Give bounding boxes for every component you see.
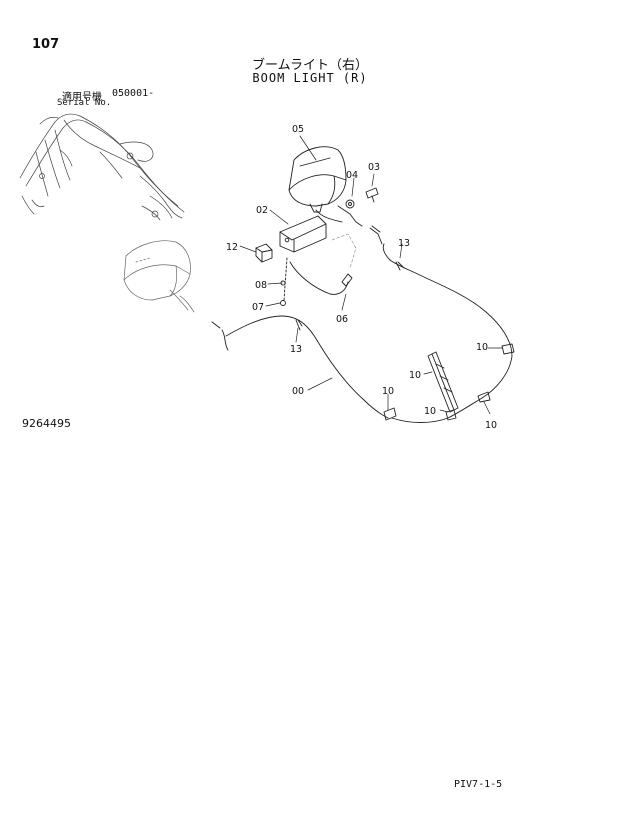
- serial-label-japanese: 適用号機: [62, 92, 102, 103]
- part-label-13-upper: 13: [398, 238, 410, 249]
- part-label-05: 05: [292, 124, 304, 135]
- cable-clamps: [295, 261, 515, 421]
- part-label-00: 00: [292, 386, 304, 397]
- title-japanese: ブームライト（右）: [252, 58, 368, 73]
- part-labels: 05 04 03 02 12 13 08 07 06 13 00 10 10 1…: [226, 124, 497, 431]
- clip-bracket: [427, 351, 459, 413]
- part-label-13-lower: 13: [290, 344, 302, 355]
- dashed-outline: [331, 233, 357, 269]
- lamp-phantom: [123, 240, 195, 313]
- part-label-10-right: 10: [476, 342, 488, 353]
- part-label-04: 04: [346, 170, 358, 181]
- connector: [337, 205, 383, 245]
- part-label-07: 07: [252, 302, 264, 313]
- part-label-08: 08: [255, 280, 267, 291]
- part-label-10-bottom-left: 10: [382, 386, 394, 397]
- drawing-number: 9264495: [22, 417, 71, 430]
- bolt-and-nut: [280, 257, 288, 306]
- boom-sketch: [19, 113, 185, 221]
- part-label-03: 03: [368, 162, 380, 173]
- page-code: PIV7-1-5: [454, 779, 503, 790]
- part-label-12: 12: [226, 242, 238, 253]
- serial-label-english: Serial No.: [57, 98, 112, 108]
- serial-value: 050001-: [112, 88, 155, 99]
- washer-and-bolt: [345, 187, 379, 209]
- title-english: BOOM LIGHT (R): [252, 71, 368, 85]
- part-label-02: 02: [256, 205, 268, 216]
- boom-light-lamp: [288, 146, 347, 213]
- part-label-10-bottom-right: 10: [485, 420, 497, 431]
- leader-lines: [239, 135, 503, 415]
- harness-00: [211, 243, 513, 423]
- page-number: 107: [32, 37, 60, 52]
- cushion: [255, 243, 273, 263]
- part-label-10-bottom: 10: [424, 406, 436, 417]
- bracket: [279, 215, 327, 253]
- part-label-10-clip: 10: [409, 370, 421, 381]
- harness-06: [289, 209, 353, 295]
- part-label-06: 06: [336, 314, 348, 325]
